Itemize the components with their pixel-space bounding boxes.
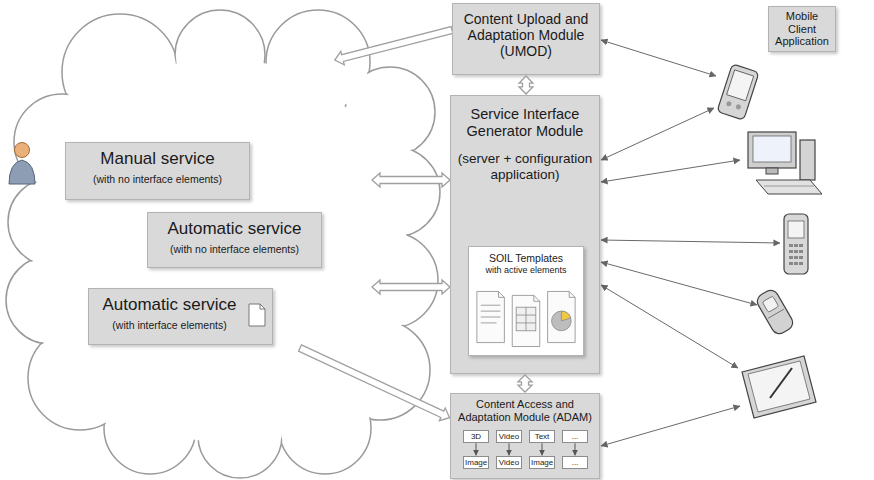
format-box: Video (496, 430, 522, 443)
conversion-arrow (575, 443, 576, 455)
node-subtitle: (with no interface elements) (156, 243, 313, 255)
module-link-arrow (519, 76, 533, 94)
service-box: Automatic service (with interface element… (88, 288, 273, 345)
document-icon (248, 303, 266, 327)
node-title: Automatic service (97, 295, 242, 315)
module-box: Content Upload and Adaptation Module (UM… (452, 3, 600, 75)
module-link-arrow (518, 375, 532, 392)
client-label-box: Mobile Client Application (768, 6, 836, 52)
mobile-phone (784, 214, 808, 274)
module-box: Content Access and Adaptation Module (AD… (450, 393, 600, 479)
conversion-arrow (542, 443, 543, 455)
cloud (6, 10, 440, 478)
format-box: Text (529, 430, 555, 443)
node-title: Content Upload and Adaptation Module (UM… (459, 11, 593, 59)
node-title: Video (498, 432, 520, 441)
node-title: ... (564, 458, 586, 467)
node-title: Manual service (74, 149, 241, 169)
node-title: SOIL Templates (473, 252, 579, 264)
node-title: Image (531, 458, 553, 467)
flip-phone (754, 287, 795, 336)
node-title: Mobile Client Application (772, 10, 832, 48)
node-title: Image (465, 458, 487, 467)
node-title: 3D (465, 432, 487, 441)
service-box: Automatic service (with no interface elem… (147, 212, 322, 268)
conversion-arrow (476, 443, 477, 455)
service-box: Manual service (with no interface element… (65, 142, 250, 200)
module-box: Service Interface Generator Module (serve… (450, 95, 600, 374)
node-subtitle: (with no interface elements) (74, 173, 241, 185)
format-box: ... (562, 456, 588, 469)
template-box: SOIL Templateswith active elements (468, 246, 584, 356)
node-subtitle: (with interface elements) (97, 319, 242, 331)
node-title: Service Interface Generator Module (457, 106, 593, 139)
node-title: ... (564, 432, 586, 441)
node-subtitle: with active elements (473, 265, 579, 275)
desktop-computer (748, 132, 822, 194)
person-icon (9, 143, 35, 185)
node-subtitle: (server + configuration application) (457, 151, 593, 182)
format-box: Video (496, 456, 522, 469)
conversion-arrow (509, 443, 510, 455)
node-title: Text (531, 432, 553, 441)
format-box: Image (529, 456, 555, 469)
pda-device (717, 64, 759, 120)
format-box: ... (562, 430, 588, 443)
node-title: Automatic service (156, 219, 313, 239)
node-title: Video (498, 458, 520, 467)
format-box: 3D (463, 430, 489, 443)
node-title: Content Access and Adaptation Module (AD… (455, 398, 595, 423)
tablet-device (742, 356, 816, 418)
format-box: Image (463, 456, 489, 469)
template-icons (469, 283, 583, 353)
